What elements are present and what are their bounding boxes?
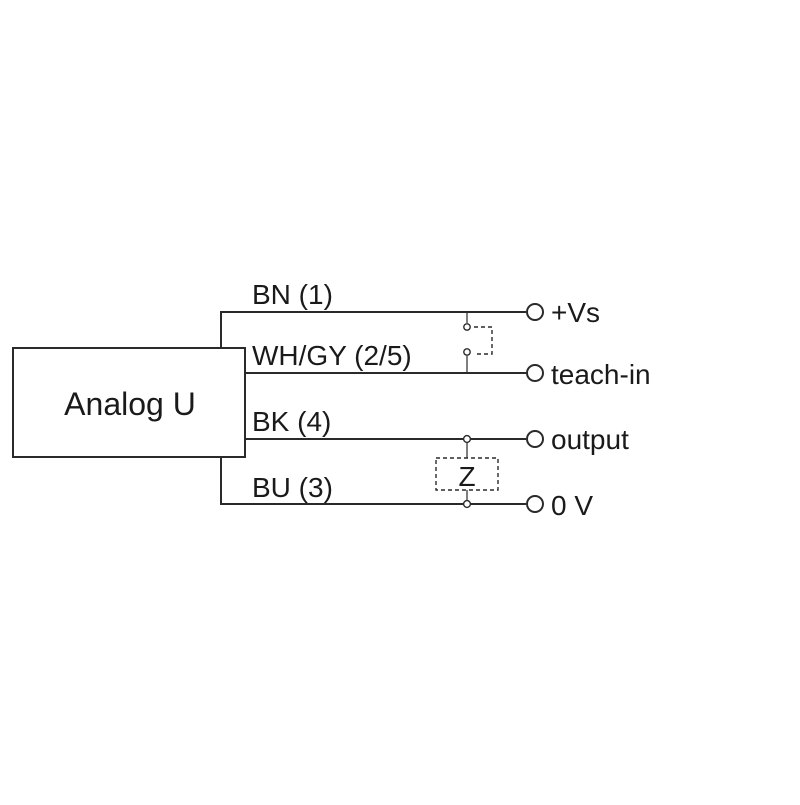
analog-module-box — [12, 347, 246, 458]
terminal-0v — [526, 495, 544, 513]
wire-bu-label: BU (3) — [252, 472, 333, 503]
wire-bn — [220, 311, 526, 348]
terminal-vs — [526, 303, 544, 321]
teach-in-switch — [463, 312, 493, 373]
wire-wh-label: WH/GY (2/5) — [252, 340, 412, 371]
terminal-0v-label: 0 V — [551, 490, 593, 521]
terminal-teach-in — [526, 364, 544, 382]
terminal-output — [526, 430, 544, 448]
load-z: Z — [435, 434, 499, 509]
wire-bk-label: BK (4) — [252, 406, 331, 437]
wire-bn-label: BN (1) — [252, 279, 333, 310]
terminal-output-label: output — [551, 424, 629, 455]
wire-bu — [220, 457, 526, 505]
terminal-vs-label: +Vs — [551, 297, 600, 328]
terminal-teach-in-label: teach-in — [551, 359, 651, 390]
analog-module-label: Analog U — [64, 386, 196, 422]
load-z-label: Z — [458, 461, 475, 492]
